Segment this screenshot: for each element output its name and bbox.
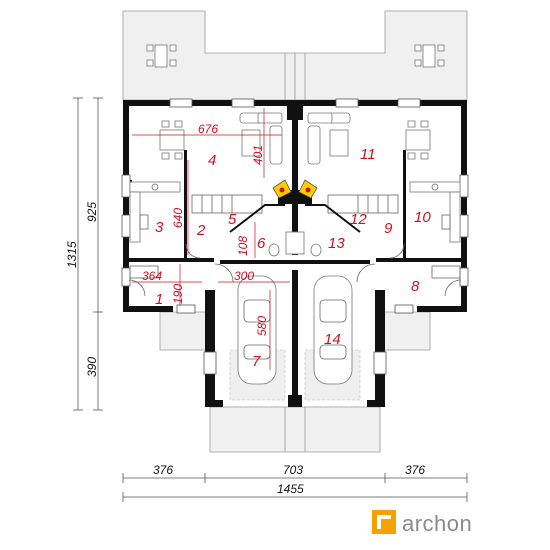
room-number-1: 1	[155, 291, 163, 308]
room-number-11: 11	[360, 146, 376, 163]
dim-640: 640	[171, 208, 185, 228]
archon-logo-text: archon	[402, 511, 472, 536]
kitchen-right	[409, 181, 461, 243]
room-number-13: 13	[328, 235, 345, 252]
room-number-3: 3	[155, 219, 164, 236]
dim-376-right: 376	[405, 463, 425, 477]
door-swings	[128, 243, 462, 297]
room-number-2: 2	[196, 222, 206, 239]
room-number-14: 14	[324, 331, 341, 348]
room-number-9: 9	[384, 220, 393, 237]
dim-925: 925	[85, 202, 99, 222]
archon-logo: archon	[372, 510, 472, 536]
dim-190: 190	[171, 284, 185, 304]
inner-dim-lines	[132, 108, 290, 370]
fireplace-left	[272, 179, 292, 199]
dim-580: 580	[255, 316, 269, 336]
living-furniture-right	[307, 112, 351, 165]
room-number-4: 4	[208, 152, 216, 169]
vertical-dimension-lines: 925 1315 390	[65, 97, 103, 411]
stairs-left	[191, 194, 285, 233]
terrace-table-right	[414, 44, 445, 68]
bathroom-fixtures	[129, 231, 461, 279]
windows	[121, 98, 469, 375]
terrace-left	[122, 10, 296, 101]
dining-set-right	[405, 120, 431, 160]
fireplace-right	[298, 179, 318, 199]
walls	[123, 100, 467, 407]
dim-390: 390	[85, 357, 99, 377]
terrace-table-left	[146, 44, 177, 68]
terrace-right	[284, 10, 468, 101]
room-number-10: 10	[414, 209, 431, 226]
dim-401: 401	[251, 145, 265, 165]
stairs-right	[305, 194, 399, 233]
room-number-8: 8	[411, 278, 420, 295]
dim-364: 364	[142, 269, 162, 283]
dim-676: 676	[198, 122, 218, 136]
dim-1315: 1315	[65, 241, 79, 268]
room-number-6: 6	[257, 235, 266, 252]
room-number-12: 12	[350, 211, 367, 228]
room-number-5: 5	[228, 211, 237, 228]
room-labels: 1 2 3 4 5 6 7 8 9 10 11 12 13 14	[155, 146, 431, 370]
horizontal-dimension-lines: 376 703 376 1455	[122, 463, 468, 502]
dim-300: 300	[234, 269, 254, 283]
dim-1455: 1455	[277, 482, 304, 496]
dim-108: 108	[236, 236, 250, 256]
car-right	[313, 275, 353, 385]
front-terrace	[159, 311, 431, 453]
inner-dimensions: 676 401 640 108 364 300 190 580	[142, 122, 269, 336]
dim-376-left: 376	[153, 463, 173, 477]
room-number-7: 7	[252, 353, 261, 370]
dim-703: 703	[283, 463, 303, 477]
kitchen-left	[129, 181, 181, 243]
